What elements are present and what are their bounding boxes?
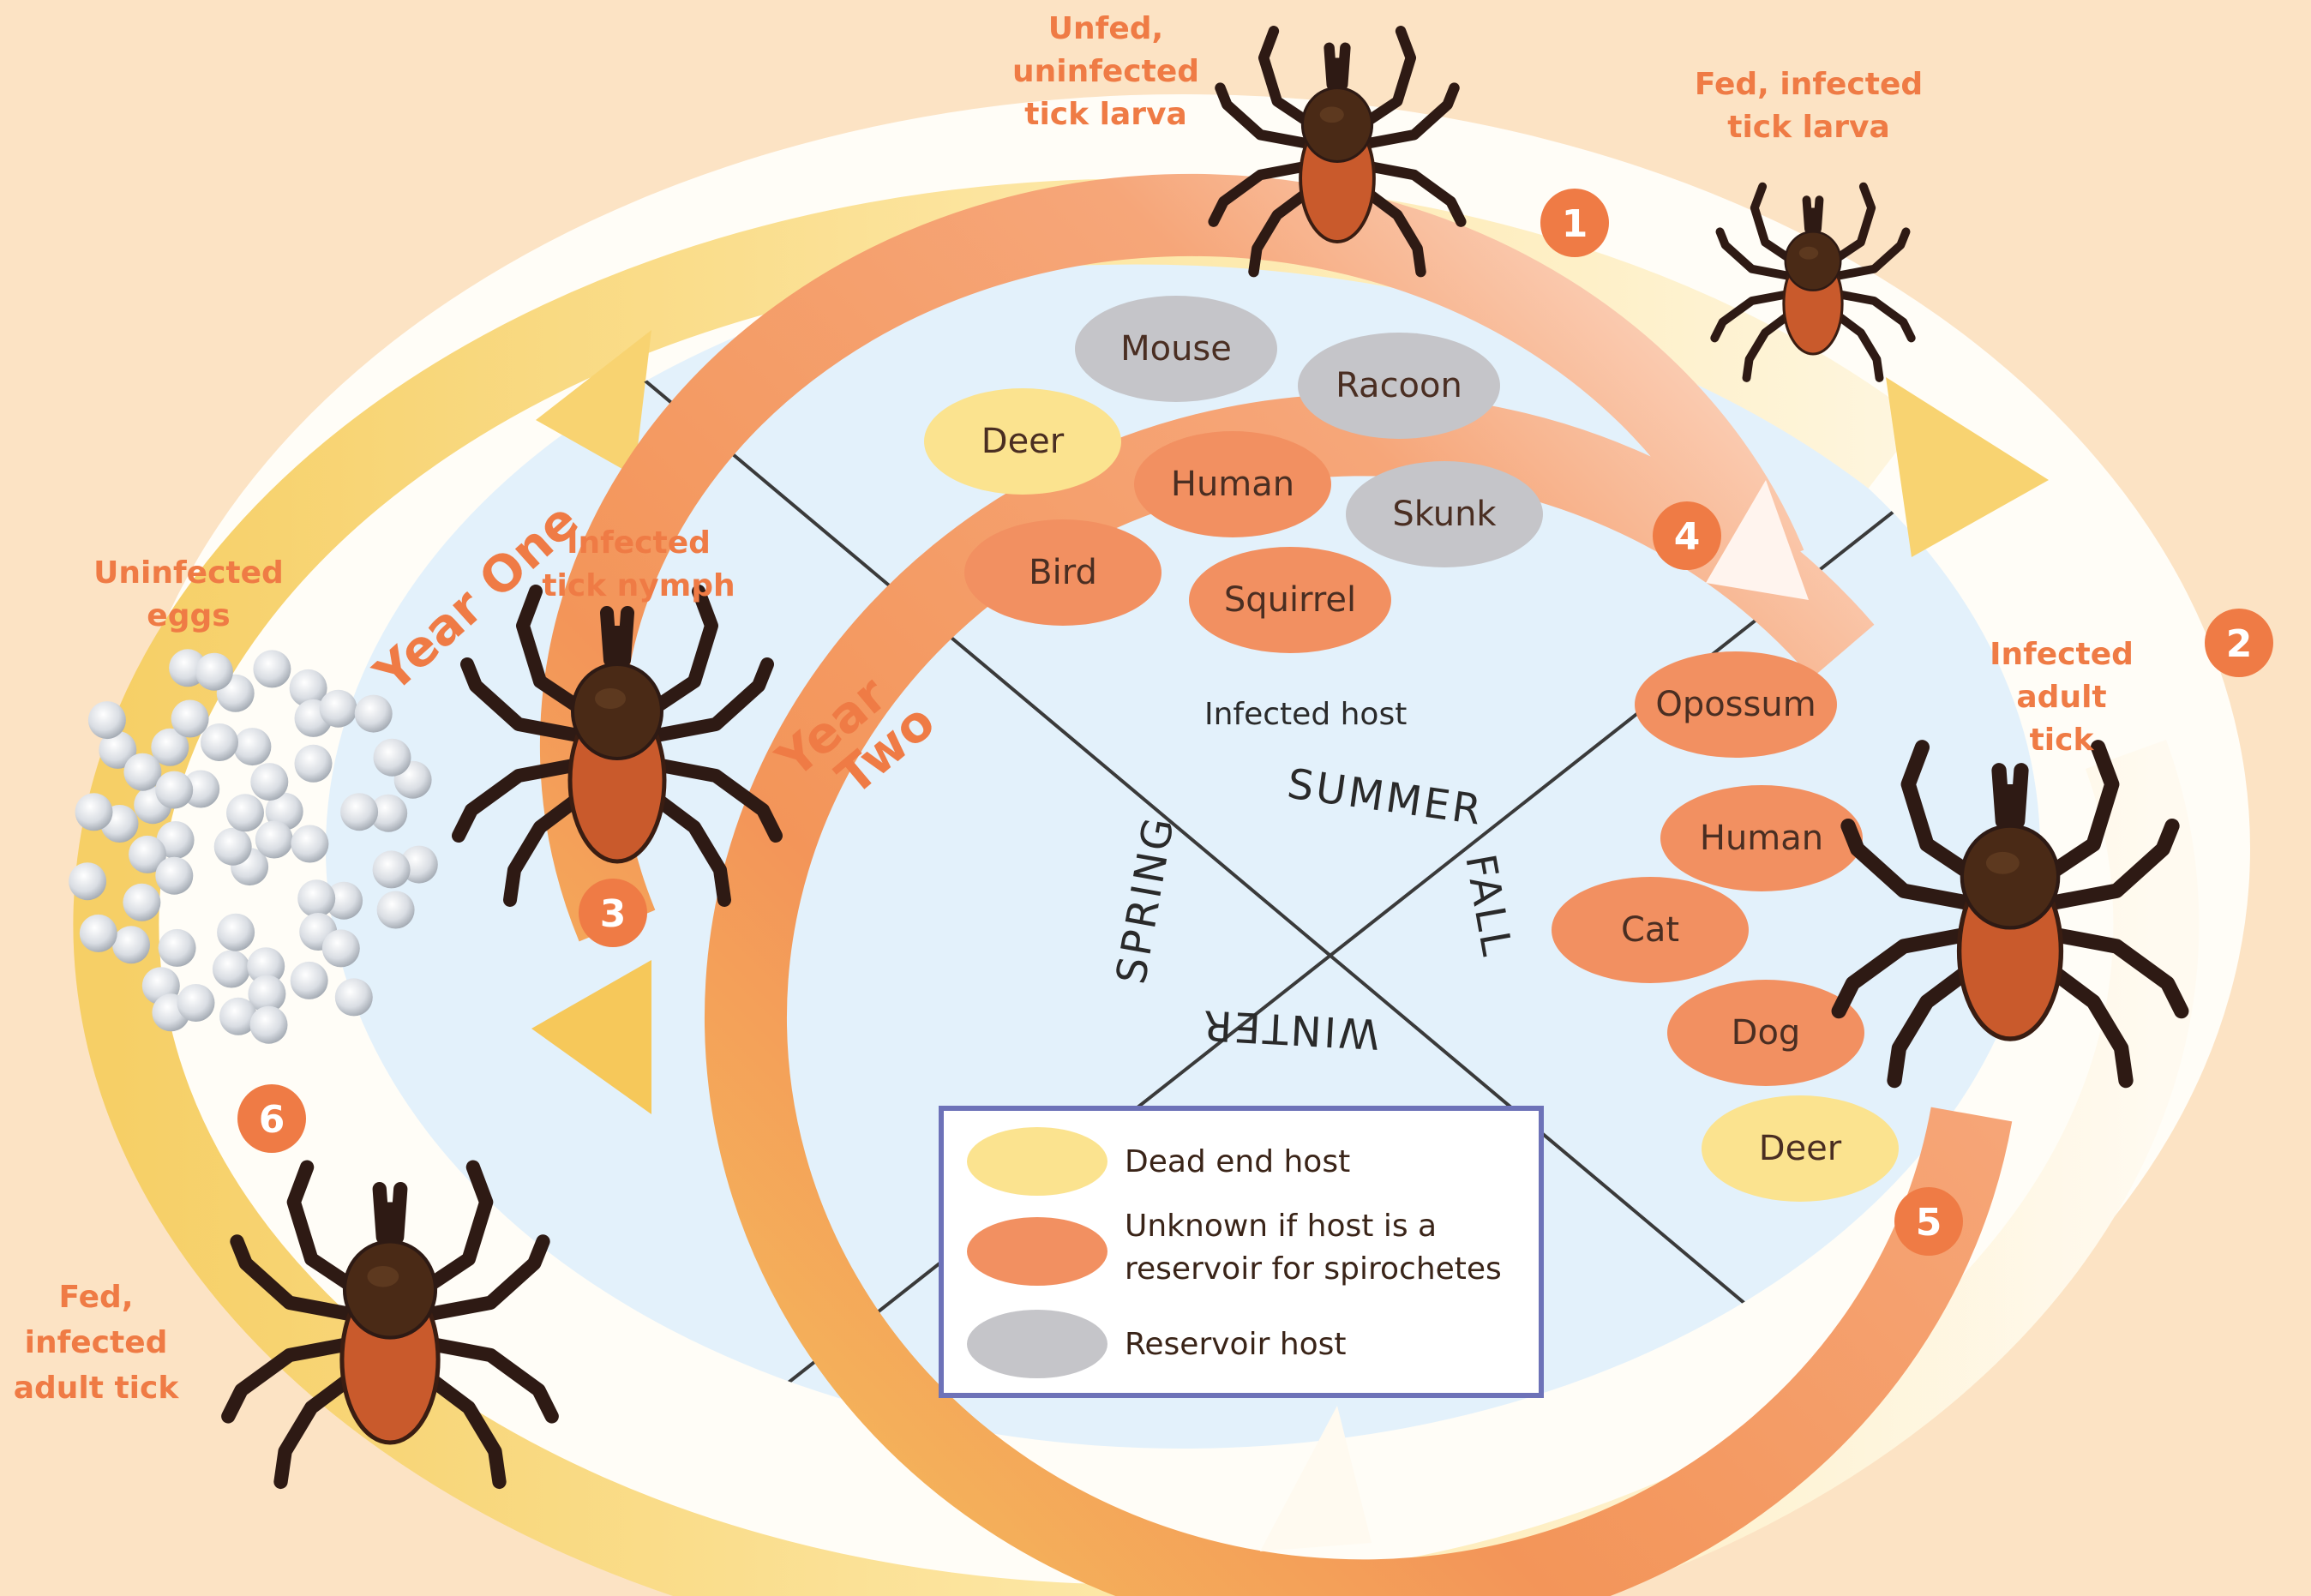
- egg: [295, 745, 333, 783]
- egg: [80, 915, 117, 952]
- label-infected-adult-line1: Infected: [1990, 637, 2134, 672]
- egg: [217, 914, 255, 951]
- egg: [155, 857, 193, 895]
- egg: [155, 771, 193, 809]
- center-label: Infected host: [1204, 697, 1407, 732]
- label-fed-adult-line2: infected: [25, 1325, 168, 1360]
- legend-swatch-reservoir: [967, 1310, 1107, 1378]
- host-deer: Deer: [981, 422, 1065, 461]
- label-infected-adult-line2: adult: [2016, 680, 2106, 715]
- label-fed-adult-line3: adult tick: [14, 1371, 180, 1406]
- label-infected-nymph-line1: Infected: [567, 525, 711, 561]
- egg: [195, 653, 233, 691]
- egg: [177, 984, 215, 1022]
- egg: [159, 929, 196, 967]
- label-fed-adult: Fed, infected adult tick: [14, 1280, 180, 1406]
- step-2: 2: [2226, 622, 2253, 666]
- label-fed-adult-line1: Fed,: [59, 1280, 134, 1315]
- egg: [112, 926, 150, 963]
- egg: [213, 951, 250, 988]
- label-uninfected-eggs-line2: eggs: [147, 598, 230, 633]
- label-unfed-larva-line1: Unfed,: [1048, 11, 1163, 46]
- host-opossum: Opossum: [1655, 685, 1816, 724]
- egg: [373, 850, 411, 888]
- host-racoon: Racoon: [1336, 366, 1462, 405]
- egg: [291, 825, 328, 863]
- legend-reservoir: Reservoir host: [1125, 1327, 1347, 1362]
- label-unfed-larva-line2: uninfected: [1012, 54, 1199, 89]
- egg: [374, 739, 411, 777]
- host-cat: Cat: [1621, 910, 1679, 950]
- egg: [255, 821, 293, 859]
- host-mouse: Mouse: [1120, 329, 1232, 369]
- host-deer-fall: Deer: [1759, 1129, 1842, 1168]
- host-human-fall: Human: [1700, 819, 1823, 858]
- host-bird: Bird: [1029, 553, 1097, 592]
- egg: [69, 862, 106, 900]
- season-winter: WINTER: [1199, 1000, 1380, 1058]
- label-infected-nymph-line2: tick nymph: [542, 568, 735, 603]
- legend-unknown-line1: Unknown if host is a: [1125, 1209, 1437, 1244]
- egg: [291, 962, 328, 999]
- legend: Dead end host Unknown if host is a reser…: [941, 1108, 1541, 1395]
- step-3: 3: [600, 892, 627, 936]
- egg: [123, 753, 161, 791]
- label-fed-larva: Fed, infected tick larva: [1695, 67, 1923, 145]
- step-6: 6: [259, 1098, 285, 1142]
- egg: [320, 690, 357, 728]
- legend-swatch-unknown: [967, 1217, 1107, 1286]
- egg: [201, 723, 238, 761]
- legend-unknown-line2: reservoir for spirochetes: [1125, 1251, 1502, 1287]
- egg: [253, 650, 291, 687]
- step-4: 4: [1674, 515, 1701, 559]
- egg: [75, 793, 113, 831]
- egg: [250, 763, 288, 801]
- step-5: 5: [1916, 1201, 1942, 1245]
- host-squirrel: Squirrel: [1224, 580, 1356, 620]
- label-uninfected-eggs-line1: Uninfected: [93, 555, 284, 591]
- label-fed-larva-line2: tick larva: [1727, 110, 1890, 145]
- egg: [335, 978, 373, 1016]
- egg: [322, 929, 360, 967]
- egg: [250, 1006, 288, 1044]
- label-fed-larva-line1: Fed, infected: [1695, 67, 1923, 102]
- label-unfed-larva: Unfed, uninfected tick larva: [1012, 11, 1199, 132]
- egg: [297, 879, 335, 917]
- label-unfed-larva-line3: tick larva: [1024, 97, 1187, 132]
- egg: [88, 701, 126, 739]
- egg: [214, 828, 252, 866]
- egg: [226, 794, 264, 831]
- host-dog: Dog: [1732, 1013, 1801, 1053]
- legend-dead-end: Dead end host: [1125, 1144, 1350, 1179]
- legend-swatch-dead-end: [967, 1127, 1107, 1196]
- egg: [340, 793, 378, 831]
- host-skunk: Skunk: [1392, 495, 1497, 534]
- host-human: Human: [1171, 465, 1294, 504]
- egg: [123, 884, 160, 921]
- step-1: 1: [1562, 202, 1588, 246]
- egg: [233, 728, 271, 765]
- egg: [171, 700, 209, 738]
- egg: [355, 695, 393, 733]
- egg: [377, 891, 415, 929]
- label-infected-adult-line3: tick: [2030, 723, 2095, 758]
